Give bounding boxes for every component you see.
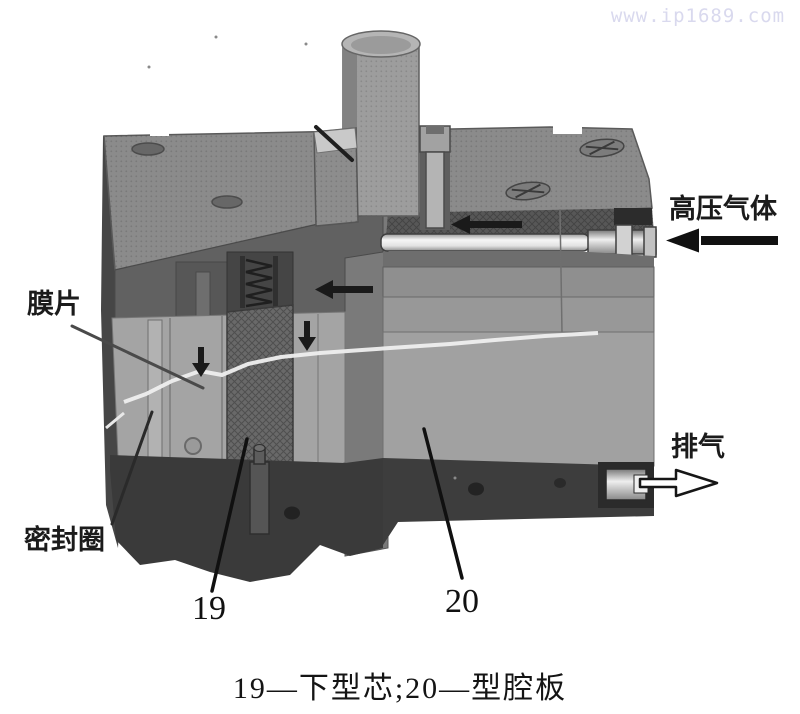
gas-cylinder-boss bbox=[341, 30, 421, 217]
label-exhaust: 排气 bbox=[671, 432, 725, 462]
right-base-band bbox=[383, 458, 654, 545]
leader-diaphragm bbox=[70, 324, 205, 390]
base-hole-3 bbox=[284, 506, 300, 520]
label-sealing-ring: 密封圈 bbox=[24, 525, 105, 555]
flow-arrow-down-2 bbox=[192, 347, 210, 377]
right-face-seam bbox=[559, 209, 563, 333]
flow-arrow-left-upper bbox=[451, 215, 522, 234]
figure-caption: 19—下型芯;20—型腔板 bbox=[232, 672, 568, 705]
diaphragm-line-tail bbox=[105, 411, 125, 430]
leader-lines bbox=[70, 324, 464, 593]
label-part-20: 20 bbox=[445, 583, 479, 620]
image-specks bbox=[147, 35, 457, 480]
screw-head-1 bbox=[505, 181, 551, 201]
mid-band-dark bbox=[383, 252, 654, 267]
base-hole-1 bbox=[468, 482, 484, 496]
leader-20 bbox=[422, 427, 464, 580]
mold-body bbox=[101, 30, 657, 582]
top-slot-2 bbox=[211, 195, 243, 209]
mid-band-b bbox=[382, 296, 655, 333]
cavity-plate-face bbox=[382, 331, 655, 467]
label-part-19: 19 bbox=[192, 590, 226, 627]
top-edge-notch-left bbox=[150, 124, 169, 136]
top-edge-notch-right bbox=[553, 122, 582, 134]
gas-flow-arrows bbox=[192, 215, 778, 498]
mid-band-a bbox=[382, 266, 655, 298]
inlet-mount-block bbox=[614, 208, 652, 225]
flow-arrow-left-mid bbox=[315, 280, 373, 299]
gas-inlet-tube bbox=[380, 233, 590, 252]
exhaust-arrow bbox=[638, 468, 719, 498]
left-base-band bbox=[110, 455, 383, 582]
boss-front-cut-block bbox=[313, 125, 359, 227]
label-diaphragm: 膜片 bbox=[27, 289, 81, 319]
flow-arrow-down-1 bbox=[298, 321, 316, 351]
watermark: www.ip1689.com bbox=[610, 5, 786, 27]
label-high-pressure-gas: 高压气体 bbox=[669, 194, 777, 224]
base-hole-2 bbox=[554, 478, 566, 488]
top-slot-1 bbox=[131, 142, 165, 156]
spring-coil bbox=[245, 258, 273, 308]
screw-head-2 bbox=[579, 138, 625, 158]
spring-housing bbox=[226, 251, 294, 313]
leader-sealing-ring bbox=[110, 410, 154, 526]
core-pin bbox=[249, 444, 270, 535]
leader-19 bbox=[210, 437, 249, 593]
block-hole bbox=[184, 437, 202, 455]
inlet-fitting bbox=[587, 224, 657, 260]
bolt-cross-section bbox=[419, 125, 451, 230]
inlet-arrow bbox=[660, 225, 778, 256]
diaphragm-line bbox=[123, 331, 599, 404]
